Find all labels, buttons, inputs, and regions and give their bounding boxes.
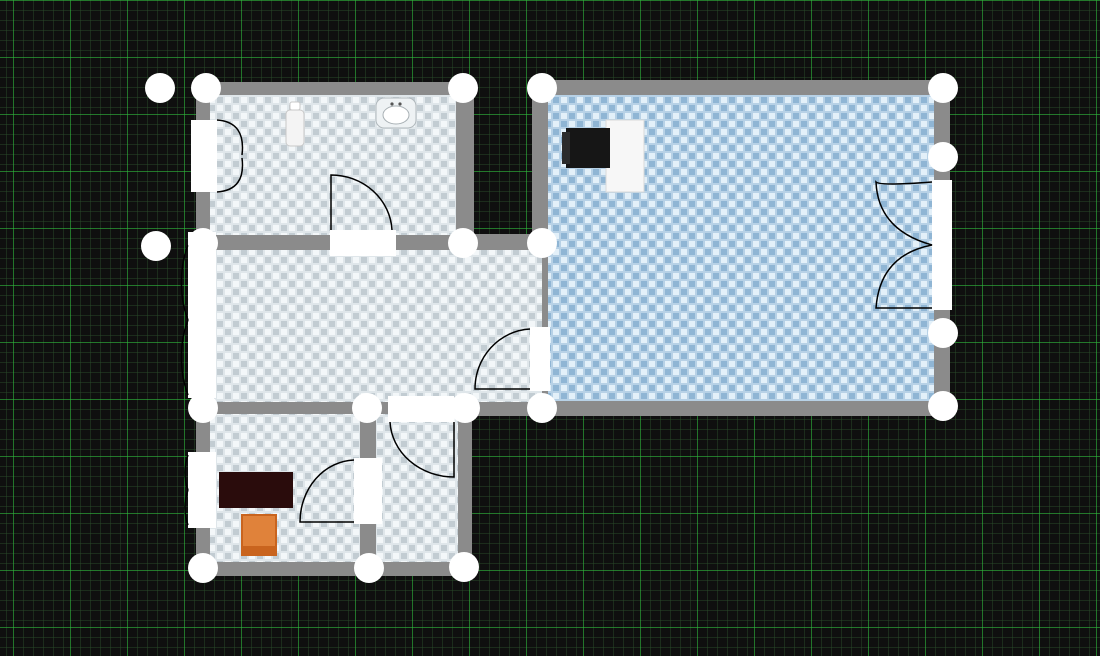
corner-handle[interactable]	[145, 73, 175, 103]
corner-handle[interactable]	[449, 552, 479, 582]
corner-handle[interactable]	[188, 393, 218, 423]
furniture	[219, 97, 645, 556]
corner-handle[interactable]	[928, 391, 958, 421]
door-bathroom-left[interactable]	[191, 119, 244, 193]
toilet-icon[interactable]	[285, 101, 305, 147]
corner-handle[interactable]	[188, 553, 218, 583]
corner-handle[interactable]	[928, 142, 958, 172]
doors	[180, 119, 952, 528]
room-closet[interactable]	[376, 414, 458, 562]
room-hallway[interactable]	[210, 250, 542, 402]
door-bedroom-closet[interactable]	[299, 458, 382, 524]
desk-icon[interactable]	[605, 119, 645, 193]
corner-handle[interactable]	[354, 553, 384, 583]
room-bathroom[interactable]	[210, 95, 456, 235]
corner-handle[interactable]	[527, 228, 557, 258]
corner-handle[interactable]	[141, 231, 171, 261]
corner-handle[interactable]	[928, 318, 958, 348]
corner-handle[interactable]	[450, 393, 480, 423]
corner-handle[interactable]	[527, 73, 557, 103]
door-living-right[interactable]	[875, 180, 952, 310]
door-bedroom-left[interactable]	[184, 452, 216, 528]
corner-handle[interactable]	[448, 228, 478, 258]
door-hall-living[interactable]	[474, 327, 550, 391]
sink-icon[interactable]	[375, 97, 417, 129]
corner-handle[interactable]	[527, 393, 557, 423]
corner-handle[interactable]	[191, 73, 221, 103]
corner-handles	[141, 73, 958, 583]
chair-icon[interactable]	[562, 128, 610, 168]
bed-icon[interactable]	[219, 472, 293, 556]
door-hall-left[interactable]	[180, 232, 216, 398]
corner-handle[interactable]	[188, 228, 218, 258]
corner-handle[interactable]	[928, 73, 958, 103]
door-hall-closet[interactable]	[388, 396, 455, 478]
corner-handle[interactable]	[352, 393, 382, 423]
corner-handle[interactable]	[448, 73, 478, 103]
door-bathroom-hall[interactable]	[330, 174, 396, 256]
